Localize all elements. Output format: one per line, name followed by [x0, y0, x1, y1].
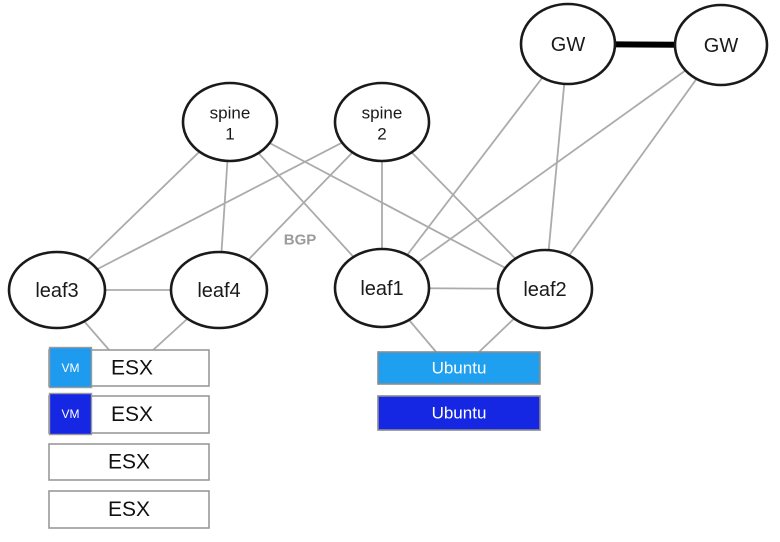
node-gw1-ellipse: [519, 2, 617, 86]
node-gw2-label: GW: [704, 35, 739, 57]
esx-box-1: VM ESX: [48, 346, 210, 389]
node-leaf4-ellipse: [169, 250, 269, 330]
esx-box-4: ESX: [48, 490, 210, 529]
node-spine1-label-line2: 1: [225, 125, 234, 144]
ubuntu-server-group: Ubuntu Ubuntu: [377, 351, 541, 431]
node-gw2: GW: [673, 3, 769, 87]
esx-box-2: VM ESX: [48, 392, 210, 436]
edge-spine1-leaf2: [229, 121, 546, 290]
ubuntu-box-1: Ubuntu: [377, 351, 541, 385]
esx-box-3-label: ESX: [108, 451, 150, 474]
node-spine2-ellipse: [333, 81, 431, 163]
node-spine1-ellipse: [181, 81, 279, 163]
node-spine2-label-line1: spine: [362, 104, 403, 123]
vm-badge-2-label: VM: [62, 407, 80, 421]
node-gw2-ellipse: [673, 3, 769, 87]
esx-box-4-label: ESX: [108, 498, 150, 521]
node-leaf1-ellipse: [333, 247, 431, 329]
esx-box-3-rect: [48, 443, 210, 481]
node-gw1-label: GW: [551, 34, 586, 56]
node-leaf2: leaf2: [496, 248, 594, 330]
ubuntu-box-2-rect: [377, 395, 541, 431]
vm-badge-1: [48, 346, 93, 389]
edge-gw2-leaf1: [381, 44, 722, 289]
edge-spine2-leaf3: [56, 121, 383, 291]
ubuntu-box-2-label: Ubuntu: [432, 404, 487, 423]
edge-gw1-leaf1: [381, 43, 569, 289]
node-leaf2-ellipse: [496, 248, 594, 330]
node-leaf1-label: leaf1: [360, 278, 403, 300]
esx-box-3: ESX: [48, 443, 210, 481]
node-leaf3-ellipse: [7, 250, 107, 330]
node-spine1-label-line1: spine: [210, 104, 251, 123]
esx-box-2-label: ESX: [111, 403, 153, 426]
node-leaf4-label: leaf4: [197, 280, 240, 302]
node-leaf4: leaf4: [169, 250, 269, 330]
ubuntu-box-1-rect: [377, 351, 541, 385]
ubuntu-box-1-label: Ubuntu: [432, 359, 487, 378]
node-spine2: spine 2: [333, 81, 431, 163]
node-spine1: spine 1: [181, 81, 279, 163]
esx-box-1-label: ESX: [111, 357, 153, 380]
node-leaf3-label: leaf3: [35, 280, 78, 302]
node-leaf2-label: leaf2: [523, 279, 566, 301]
node-gw1: GW: [519, 2, 617, 86]
esx-box-4-rect: [48, 490, 210, 529]
ubuntu-box-2: Ubuntu: [377, 395, 541, 431]
vm-badge-1-label: VM: [62, 361, 80, 375]
edge-gw2-leaf2: [544, 44, 722, 290]
vm-badge-2: [48, 392, 93, 436]
node-leaf1: leaf1: [333, 247, 431, 329]
bgp-annotation: BGP: [284, 232, 317, 249]
node-leaf3: leaf3: [7, 250, 107, 330]
node-spine2-label-line2: 2: [377, 125, 386, 144]
esx-server-group: VM ESX VM ESX ESX ESX: [48, 346, 210, 529]
